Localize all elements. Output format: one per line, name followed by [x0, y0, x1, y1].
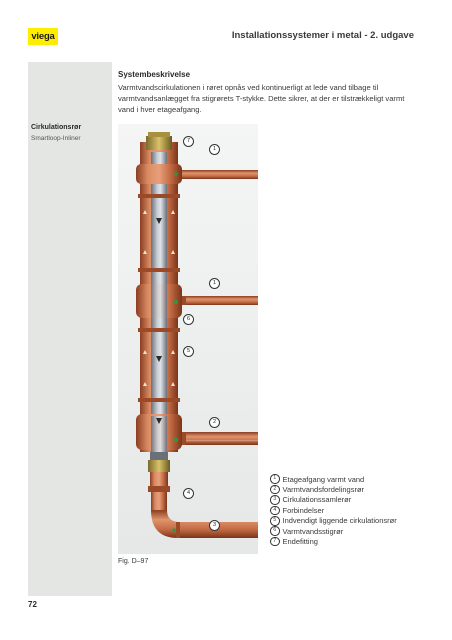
- legend-number: 4: [270, 505, 280, 516]
- sidebar-panel: [28, 62, 112, 596]
- legend-label: Varmtvandsstigrør: [282, 526, 344, 536]
- legend-number: 2: [270, 484, 280, 495]
- legend-label: Endefitting: [282, 537, 318, 547]
- page-number: 72: [28, 600, 37, 609]
- sidebar-subtitle: Smartloop-Inliner: [31, 135, 81, 142]
- sidebar-title: Cirkulationsrør: [31, 124, 82, 131]
- section-body: Varmtvandscirkulationen i røret opnås ve…: [118, 83, 405, 115]
- legend-label: Forbindelser: [282, 505, 325, 515]
- section-title: Systembeskrivelse: [118, 70, 191, 79]
- callout-3: 3: [209, 520, 220, 531]
- callout-6: 6: [183, 314, 194, 325]
- legend-number: 7: [270, 536, 280, 547]
- legend-label: Etageafgang varmt vand: [282, 474, 365, 484]
- pipe-illustration: [118, 124, 258, 554]
- callout-7: 7: [183, 136, 194, 147]
- legend-number: 5: [270, 516, 280, 526]
- pipe-figure: 7 1 1 6 5 2 4 3: [118, 124, 258, 554]
- callout-5: 5: [183, 346, 194, 357]
- legend-number: 1: [270, 474, 280, 484]
- legend-number: 3: [270, 495, 280, 505]
- legend-number: 6: [270, 526, 280, 536]
- legend-label: Cirkulationssamlerør: [282, 495, 352, 505]
- header-title: Installationssystemer i metal - 2. udgav…: [231, 30, 414, 41]
- callout-1-top: 1: [209, 144, 220, 155]
- legend-label: Indvendigt liggende cirkulationsrør: [282, 516, 397, 526]
- callout-1-mid: 1: [209, 278, 220, 289]
- viega-logo: viega: [28, 28, 58, 45]
- callout-4: 4: [183, 488, 194, 499]
- legend-label: Varmtvandsfordelingsrør: [282, 485, 365, 495]
- figure-caption: Fig. D–97: [118, 558, 149, 565]
- callout-2: 2: [209, 417, 220, 428]
